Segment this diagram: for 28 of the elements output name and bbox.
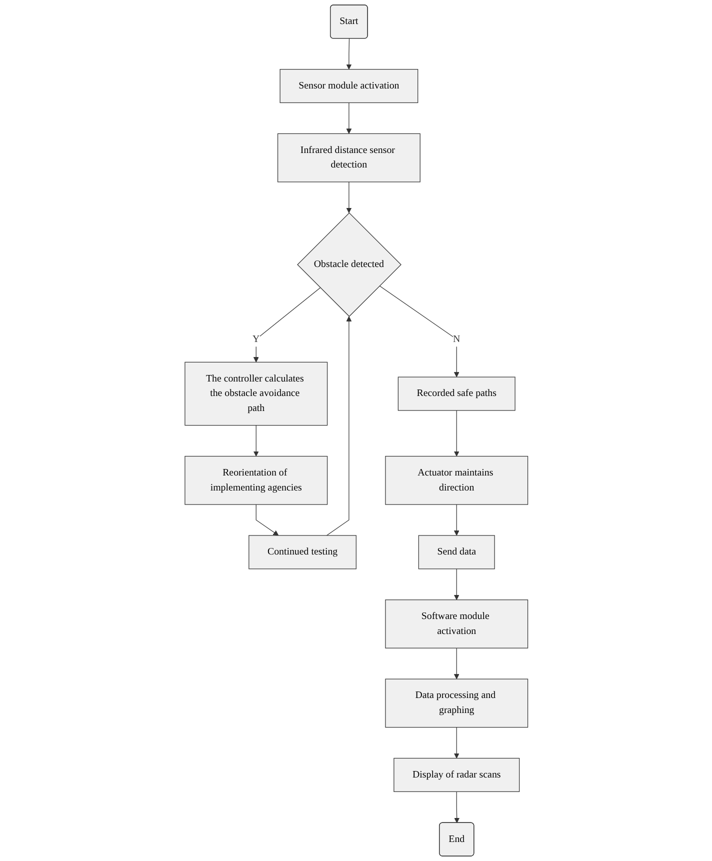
arrow — [454, 648, 459, 680]
node-box: Infrared distance sensor detection — [277, 133, 420, 182]
arrow — [255, 504, 278, 536]
arrow — [326, 316, 352, 536]
arrow — [253, 287, 320, 362]
node-box: Data processing and graphing — [384, 678, 528, 728]
arrow — [454, 727, 459, 758]
arrow — [454, 568, 459, 600]
arrow — [253, 425, 258, 457]
node-box: Recorded safe paths — [398, 376, 515, 411]
node-box: Continued testing — [248, 535, 356, 570]
node-box: Send data — [418, 535, 494, 570]
arrow — [378, 286, 459, 378]
arrow — [346, 102, 352, 134]
arrow — [346, 182, 352, 214]
node-diamond: Obstacle detected — [296, 212, 402, 317]
node-box: Display of radar scans — [393, 758, 520, 792]
arrow — [346, 38, 352, 70]
arrow — [454, 410, 459, 457]
node-box: The controller calculates the obstacle avoidance path — [184, 362, 328, 426]
node-box: Sensor module activation — [279, 69, 418, 104]
edge-label: N — [452, 334, 460, 344]
arrow — [454, 791, 460, 824]
node-box: Reorientation of implementing agencies — [184, 456, 328, 505]
arrow — [454, 504, 459, 536]
edge-label: Y — [252, 334, 260, 344]
node-box: Actuator maintains direction — [384, 456, 528, 505]
node-box: Software module activation — [384, 600, 528, 648]
